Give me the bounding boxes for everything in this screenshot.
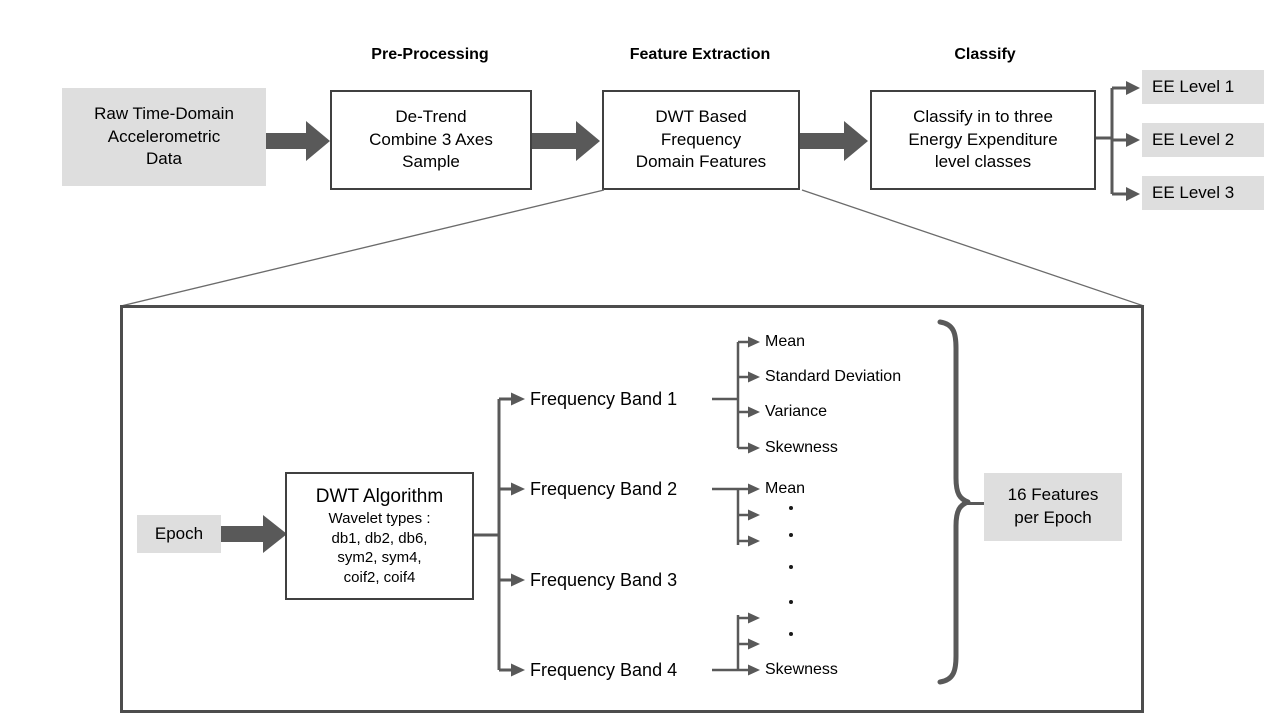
dwt-subtitle: Wavelet types : [328, 510, 431, 528]
preprocessing-box: De-Trend Combine 3 Axes Sample [330, 90, 532, 190]
ellipsis-dot-3 [789, 565, 793, 569]
dwt-title: DWT Algorithm [315, 485, 444, 507]
stage-title-feature-extraction: Feature Extraction [629, 46, 771, 63]
stage-title-classify: Classify [954, 46, 1016, 63]
ee-level-1-box: EE Level 1 [1142, 70, 1264, 104]
raw-data-line-1: Raw Time-Domain [94, 103, 234, 123]
feature-extraction-line-3: Domain Features [635, 152, 767, 172]
epoch-box: Epoch [137, 515, 221, 553]
dwt-wavelets-line-2: sym2, sym4, [337, 549, 422, 567]
frequency-band-3-label: Frequency Band 3 [530, 570, 678, 590]
frequency-band-1-label: Frequency Band 1 [530, 389, 678, 409]
classify-line-2: Energy Expenditure [908, 129, 1058, 149]
arrow-epoch-to-dwt [221, 513, 289, 555]
band4-features-connector [712, 605, 772, 685]
feature-extraction-box: DWT Based Frequency Domain Features [602, 90, 800, 190]
classify-line-1: Classify in to three [913, 106, 1053, 126]
ee-level-3-box: EE Level 3 [1142, 176, 1264, 210]
ee-level-2-box: EE Level 2 [1142, 123, 1264, 157]
dwt-wavelets-line-1: db1, db2, db6, [331, 529, 428, 547]
band1-feature-variance: Variance [765, 403, 827, 420]
arrow-preprocessing-to-feature [532, 118, 602, 164]
detail-panel [120, 305, 1144, 713]
band1-feature-standard-deviation: Standard Deviation [765, 368, 902, 385]
band2-feature-mean: Mean [765, 480, 806, 497]
raw-data-line-3: Data [146, 149, 182, 169]
band1-feature-skewness: Skewness [765, 439, 838, 456]
band2-features-connector [712, 477, 772, 557]
preprocessing-line-3: Sample [402, 152, 460, 172]
band4-feature-skewness: Skewness [765, 661, 838, 678]
preprocessing-line-2: Combine 3 Axes [369, 129, 493, 149]
frequency-band-2-label: Frequency Band 2 [530, 479, 678, 499]
raw-data-box: Raw Time-Domain Accelerometric Data [62, 88, 266, 186]
raw-data-line-2: Accelerometric [107, 126, 221, 146]
band1-feature-mean: Mean [765, 333, 806, 350]
arrow-raw-to-preprocessing [266, 118, 332, 164]
summary-line-2: per Epoch [1014, 508, 1092, 527]
band1-features-connector [712, 330, 772, 460]
feature-extraction-line-2: Frequency [660, 129, 742, 149]
ee-level-1-label: EE Level 1 [1152, 77, 1235, 96]
dwt-wavelets-line-3: coif2, coif4 [343, 568, 416, 586]
classify-line-3: level classes [934, 152, 1032, 172]
dwt-algorithm-box: DWT Algorithm Wavelet types : db1, db2, … [285, 472, 474, 600]
feature-extraction-line-1: DWT Based [655, 106, 747, 126]
classify-box: Classify in to three Energy Expenditure … [870, 90, 1096, 190]
ee-level-3-label: EE Level 3 [1152, 183, 1235, 202]
dwt-to-bands-connector [472, 388, 542, 682]
ee-level-2-label: EE Level 2 [1152, 130, 1235, 149]
summary-features-box: 16 Features per Epoch [984, 473, 1122, 541]
epoch-label: Epoch [154, 523, 204, 543]
ellipsis-dot-4 [789, 600, 793, 604]
summary-line-1: 16 Features [1007, 485, 1099, 505]
frequency-band-4-label: Frequency Band 4 [530, 660, 678, 680]
classify-output-connector [1096, 70, 1156, 210]
brace-to-summary-connector [962, 502, 984, 505]
preprocessing-line-1: De-Trend [395, 106, 467, 126]
ellipsis-dot-1 [789, 506, 793, 510]
detail-expansion-lines [110, 186, 1150, 310]
stage-title-pre-processing: Pre-Processing [371, 46, 489, 63]
ellipsis-dot-5 [789, 632, 793, 636]
arrow-feature-to-classify [800, 118, 870, 164]
ellipsis-dot-2 [789, 533, 793, 537]
